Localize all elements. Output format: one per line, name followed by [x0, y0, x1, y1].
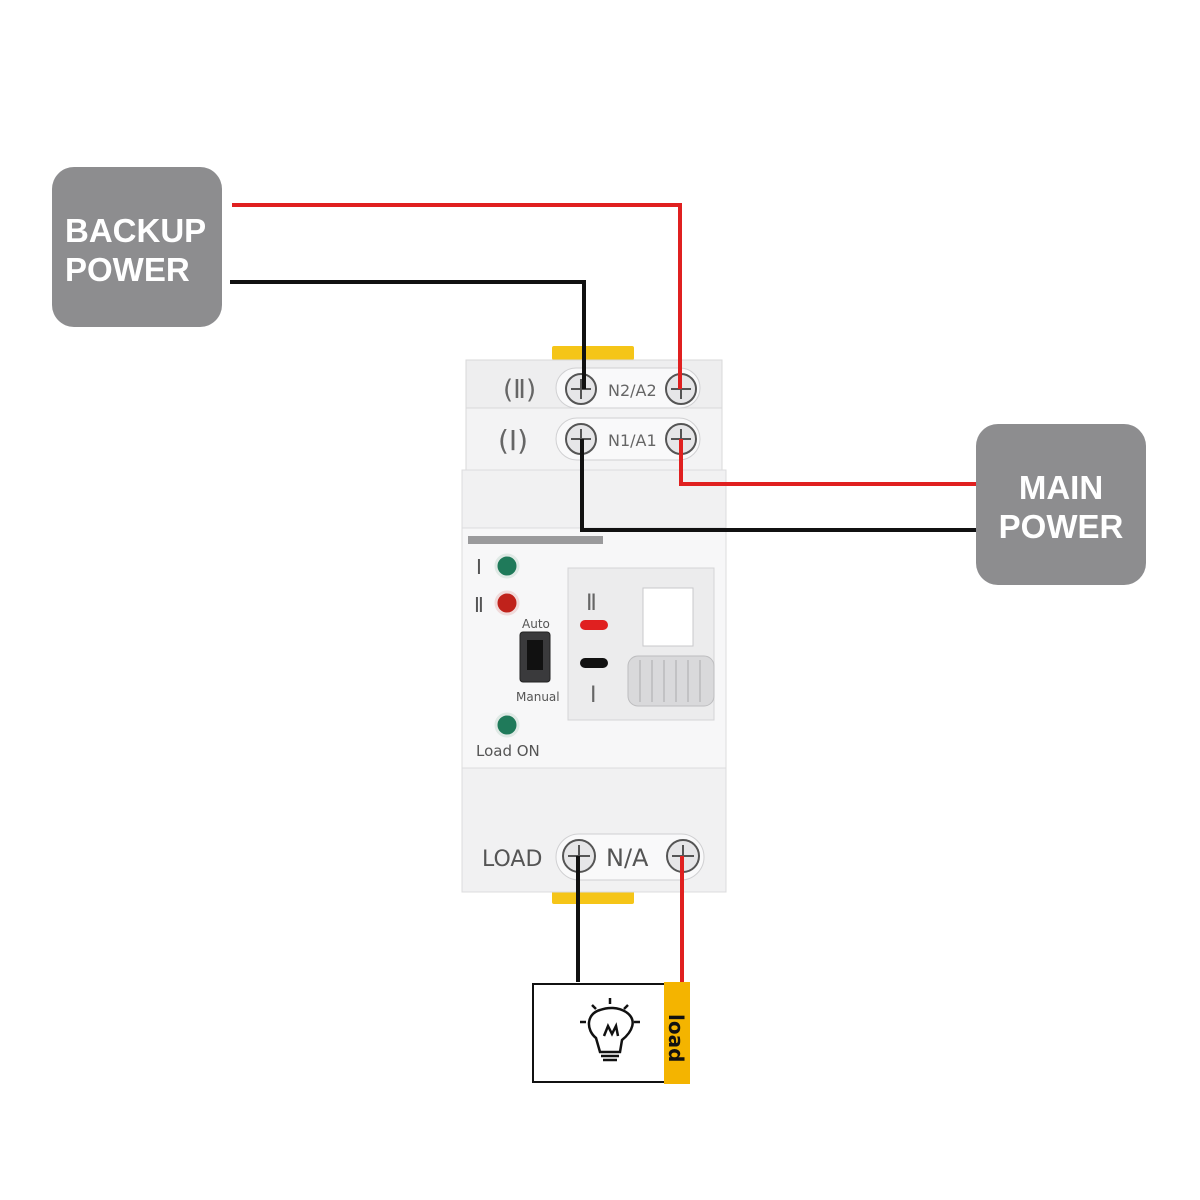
- main-power-box: MAIN POWER: [976, 424, 1146, 585]
- manual-label: Manual: [516, 690, 560, 704]
- load-on-label: Load ON: [476, 742, 540, 760]
- load-tag-label: load: [664, 1014, 688, 1062]
- ats-device: [461, 359, 727, 893]
- load-terminal-label: N/A: [606, 844, 649, 872]
- load-tag: [664, 982, 690, 1084]
- backup-power-line1: BACKUP: [65, 212, 207, 249]
- source-2-label: (Ⅱ): [503, 375, 536, 405]
- backup-power-box: BACKUP POWER: [52, 167, 222, 327]
- backup-power-line2: POWER: [65, 251, 190, 288]
- source-2-terminal-label: N2/A2: [608, 381, 657, 400]
- load-label: LOAD: [482, 847, 542, 872]
- indicator-2-led: [494, 590, 520, 616]
- handle-top-label: Ⅱ: [586, 591, 597, 616]
- auto-label: Auto: [522, 617, 550, 631]
- top-rail-clip: [552, 346, 634, 360]
- main-power-line1: MAIN: [1018, 469, 1104, 506]
- light-bulb-icon: [580, 998, 640, 1062]
- load-box: [532, 983, 670, 1083]
- indicator-1-label: Ⅰ: [476, 555, 482, 579]
- handle-bottom-label: Ⅰ: [590, 683, 597, 708]
- main-power-line2: POWER: [998, 508, 1124, 545]
- source-1-terminal-label: N1/A1: [608, 431, 657, 450]
- indicator-1-led: [494, 553, 520, 579]
- backup-neutral-wire: [230, 280, 586, 389]
- backup-live-wire: [232, 203, 682, 389]
- handle-knob[interactable]: [627, 655, 715, 707]
- indicator-2-label: Ⅱ: [474, 593, 484, 617]
- load-on-led: [494, 712, 520, 738]
- main-neutral-wire: [580, 439, 976, 532]
- bottom-rail-clip: [552, 890, 634, 904]
- main-live-wire: [679, 439, 976, 486]
- source-1-label: (Ⅰ): [498, 424, 528, 457]
